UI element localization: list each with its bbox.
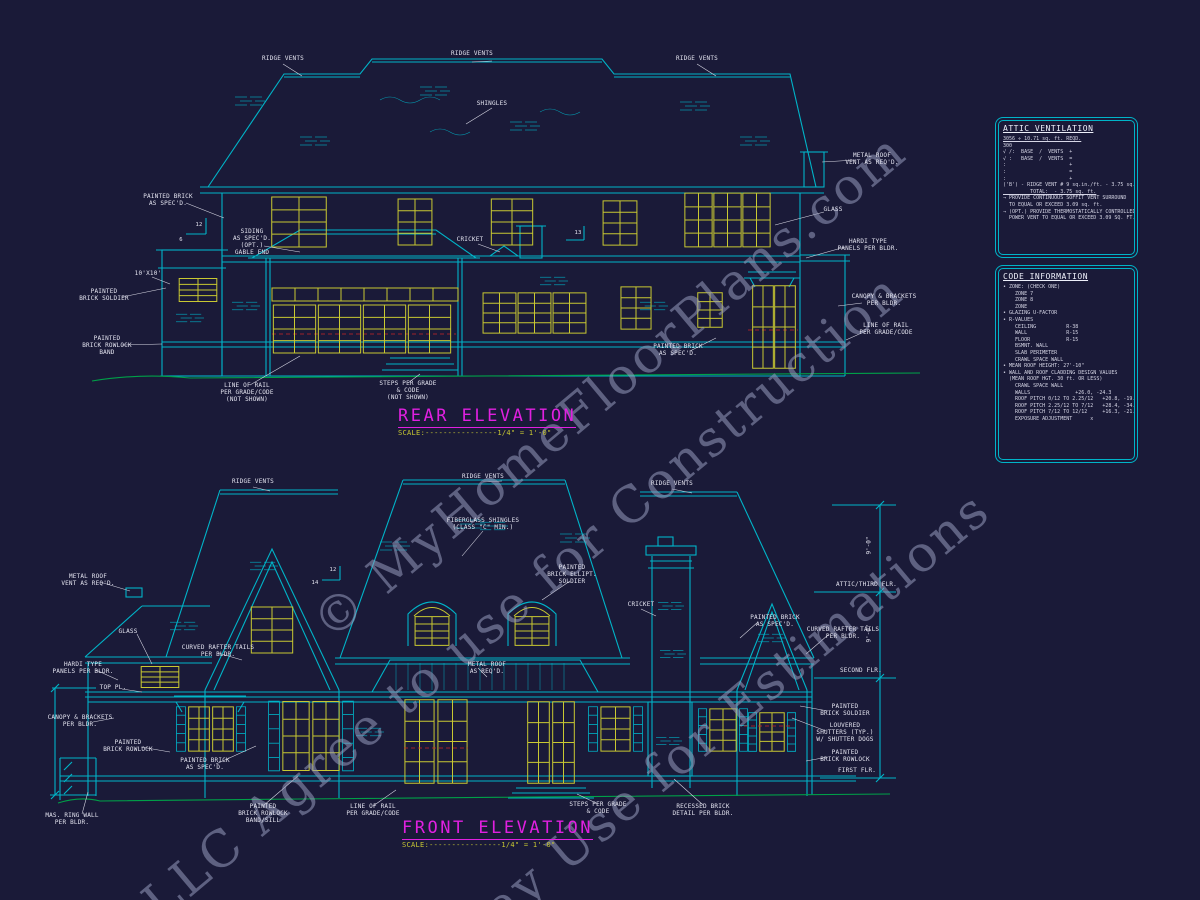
attic-ventilation-box: ATTIC VENTILATION 3056 ÷ 10.71 sq. ft. R… <box>995 117 1138 258</box>
code-line: ZONE 7 <box>1003 290 1034 297</box>
front-elevation-linework <box>57 479 891 804</box>
attic-line: POWER VENT TO EQUAL OR EXCEED 3.09 SQ. F… <box>1003 215 1135 222</box>
code-line: • WALL AND ROOF CLADDING DESIGN VALUES <box>1003 369 1118 376</box>
attic-line: √ : BASE / VENTS = <box>1003 155 1073 162</box>
code-line: CRAWL SPACE WALL <box>1003 356 1064 363</box>
code-line: BSMNT. WALL <box>1003 343 1049 350</box>
code-line: WALL R-15 <box>1003 330 1079 337</box>
attic-line: 300 <box>1003 142 1013 149</box>
attic-line: TO EQUAL OR EXCEED 3.09 sq. ft. <box>1003 201 1103 208</box>
rear-elevation-scale: SCALE:----------------1/4" = 1'-0" <box>398 429 552 437</box>
front-elevation-title: FRONT ELEVATION <box>402 818 594 840</box>
attic-line: ('B') - RIDGE VENT # 9 sq.in./ft. - 3.75… <box>1003 182 1135 189</box>
rear-elevation-linework <box>91 58 921 382</box>
code-line: FLOOR R-15 <box>1003 336 1079 343</box>
code-information-box: CODE INFORMATION • ZONE: (CHECK ONE) ZON… <box>995 265 1138 463</box>
code-line: (MEAN ROOF HGT. 30 ft. OR LESS) <box>1003 376 1103 383</box>
attic-ventilation-box-inner: ATTIC VENTILATION 3056 ÷ 10.71 sq. ft. R… <box>998 120 1135 255</box>
code-information-box-inner: CODE INFORMATION • ZONE: (CHECK ONE) ZON… <box>998 268 1135 460</box>
code-line: • MEAN ROOF HEIGHT: 27'-10" <box>1003 363 1085 370</box>
code-line: • GLAZING U-FACTOR <box>1003 310 1058 317</box>
attic-line: √ /: BASE / VENTS + <box>1003 149 1073 156</box>
code-line: SLAB PERIMETER <box>1003 349 1058 356</box>
leader-lines <box>81 60 867 815</box>
code-line: EXPOSURE ADJUSTMENT x <box>1003 415 1094 422</box>
attic-line: TOTAL: - 3.75 sq. ft. <box>1003 188 1097 195</box>
code-line: • R-VALUES <box>1003 316 1034 323</box>
code-line: ROOF PITCH 7/12 TO 12/12 +16.3, -21.0 <box>1003 409 1135 416</box>
code-line: ZONE <box>1003 303 1028 310</box>
code-line: CEILING R-38 <box>1003 323 1079 330</box>
attic-line: : = <box>1003 168 1073 175</box>
code-line: ZONE 8 <box>1003 297 1034 304</box>
attic-line: : + <box>1003 162 1073 169</box>
front-dim-a: 9'-0" <box>865 536 873 555</box>
code-information-title: CODE INFORMATION <box>1003 272 1089 281</box>
code-line: • ZONE: (CHECK ONE) <box>1003 284 1061 290</box>
code-line: ROOF PITCH 0/12 TO 2.25/12 +20.8, -19.4 <box>1003 396 1135 403</box>
code-line: WALLS +26.0, -24.3 <box>1003 389 1112 396</box>
attic-line: → PROVIDE CONTINUOUS SOFFIT VENT SURROUN… <box>1003 195 1127 202</box>
attic-line: : + <box>1003 175 1073 182</box>
code-line: ROOF PITCH 2.25/12 TO 7/12 +28.4, -34.8 <box>1003 402 1135 409</box>
attic-line: 3056 ÷ 10.71 sq. ft. REQD. <box>1003 136 1082 142</box>
rear-elevation-title: REAR ELEVATION <box>398 406 577 428</box>
attic-ventilation-title: ATTIC VENTILATION <box>1003 124 1094 133</box>
front-elevation-scale: SCALE:----------------1/4" = 1'-0" <box>402 841 556 849</box>
attic-line: → (OPT.) PROVIDE THERMOSTATICALLY CONTRO… <box>1003 208 1135 215</box>
code-line: CRAWL SPACE WALL <box>1003 382 1064 389</box>
front-dim-b: 9'-0" <box>865 624 873 643</box>
dimension-lines <box>50 500 896 800</box>
